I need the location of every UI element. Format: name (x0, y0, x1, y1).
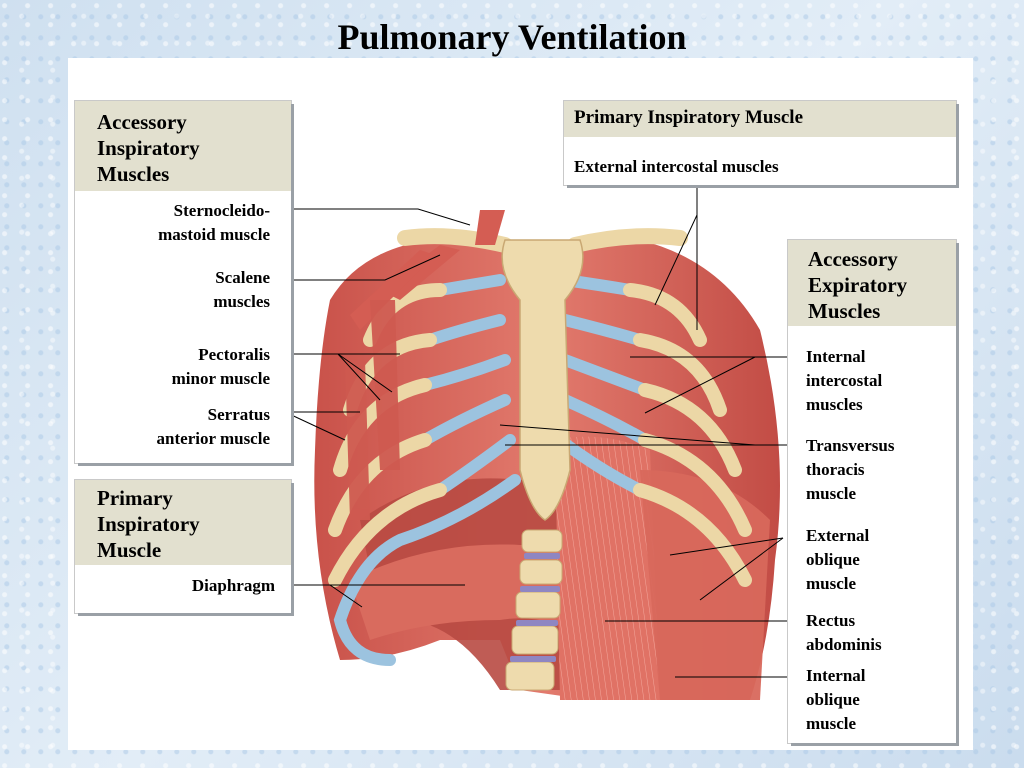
rectus-abdominis-shape (555, 436, 660, 700)
intervertebral-discs (510, 553, 560, 662)
label-external-oblique: External oblique muscle (806, 526, 870, 593)
primary-inspiratory-top-heading: Primary Inspiratory Muscle (564, 101, 956, 137)
sternum (501, 239, 584, 521)
primary-inspiratory-left-heading: Primary Inspiratory Muscle (75, 480, 291, 565)
primary-inspiratory-top-box: Primary Inspiratory Muscle (564, 101, 956, 185)
primary-inspiratory-left-box: Primary Inspiratory Muscle (75, 480, 291, 613)
leader-lines (284, 183, 793, 678)
label-external-intercostal: External intercostal muscles (574, 157, 779, 176)
label-internal-intercostal: Internal intercostal muscles (806, 347, 883, 414)
accessory-expiratory-box: Accessory Expiratory Muscles (788, 240, 956, 743)
label-scalene: Scalene muscles (213, 268, 270, 311)
accessory-inspiratory-box: Accessory Inspiratory Muscles (75, 101, 291, 463)
accessory-inspiratory-heading: Accessory Inspiratory Muscles (75, 101, 291, 191)
accessory-expiratory-heading: Accessory Expiratory Muscles (788, 240, 956, 326)
page-title: Pulmonary Ventilation (337, 17, 687, 57)
label-sternocleidomastoid: Sternocleido- mastoid muscle (158, 201, 270, 244)
label-serratus-anterior: Serratus anterior muscle (156, 405, 270, 448)
label-transversus-thoracis: Transversus thoracis muscle (806, 436, 895, 503)
label-rectus-abdominis: Rectus abdominis (806, 611, 882, 654)
external-oblique-shape (640, 470, 770, 700)
label-pectoralis-minor: Pectoralis minor muscle (171, 345, 270, 388)
chest-wall-muscles (345, 300, 400, 520)
label-internal-oblique: Internal oblique muscle (806, 666, 866, 733)
vertebrae (505, 529, 563, 691)
label-diaphragm: Diaphragm (191, 576, 275, 595)
